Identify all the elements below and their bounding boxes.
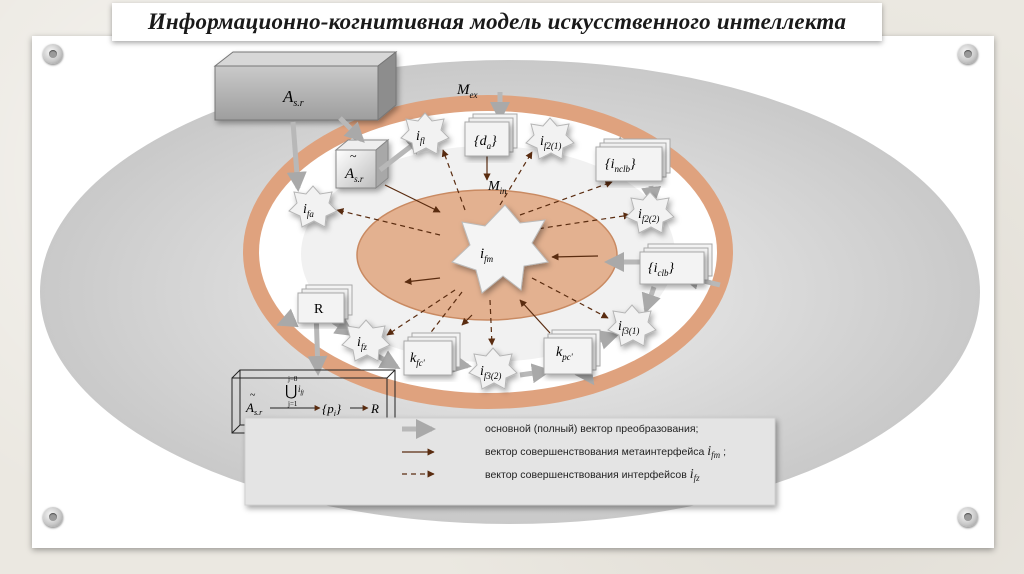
svg-text:j=8: j=8 <box>287 375 298 383</box>
svg-text:j=1: j=1 <box>287 400 298 408</box>
page-title: Информационно-когнитивная модель искусст… <box>148 9 846 35</box>
svg-text:R: R <box>370 401 379 416</box>
r-label: R <box>314 302 324 317</box>
legend-item-3: вектор совершенствования интерфейсов ifz <box>485 467 700 483</box>
legend-item-1: основной (полный) вектор преобразования; <box>485 423 698 435</box>
title-box: Информационно-когнитивная модель искусст… <box>112 3 882 41</box>
svg-text:⋃: ⋃ <box>285 384 297 400</box>
a-sr-box <box>215 52 396 120</box>
tilde-label: ~ <box>350 149 357 163</box>
da-label: {da} <box>474 134 497 151</box>
legend-item-2: вектор совершенствования метаинтерфейса … <box>485 444 726 460</box>
svg-text:{pi}: {pi} <box>322 401 342 418</box>
legend-panel: основной (полный) вектор преобразования;… <box>245 418 784 508</box>
